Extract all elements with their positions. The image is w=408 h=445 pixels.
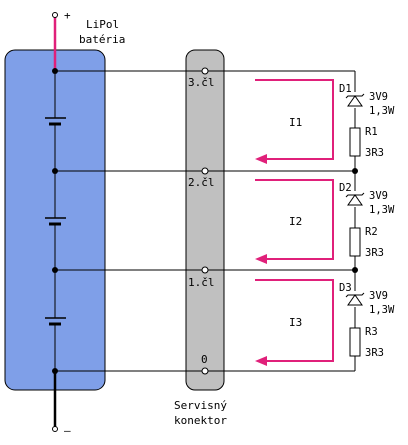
current-arrow-3 bbox=[255, 279, 334, 366]
diode-value-3: 3V9 bbox=[369, 290, 388, 302]
pin-label-2: 2.čl bbox=[188, 176, 215, 189]
battery-label-line2: batéria bbox=[79, 33, 125, 46]
pin-label-3: 3.čl bbox=[188, 76, 215, 89]
diode-power-1: 1,3W bbox=[369, 105, 395, 117]
diode-label-2: D2 bbox=[339, 182, 352, 194]
battery-label-line1: LiPol bbox=[86, 18, 119, 31]
resistor-1 bbox=[349, 127, 361, 157]
negative-sign: – bbox=[64, 424, 71, 437]
current-label-2: I2 bbox=[289, 215, 302, 228]
junction-dots bbox=[52, 68, 358, 374]
zener-diode-2 bbox=[345, 191, 365, 207]
diode-label-1: D1 bbox=[339, 83, 352, 95]
connector-label-line1: Servisný bbox=[174, 399, 227, 412]
negative-terminal bbox=[52, 426, 58, 432]
diode-power-3: 1,3W bbox=[369, 304, 395, 316]
connector-label-line2: konektor bbox=[174, 414, 227, 427]
diode-value-2: 3V9 bbox=[369, 190, 388, 202]
service-connector bbox=[185, 49, 225, 391]
positive-terminal bbox=[52, 12, 58, 18]
current-label-1: I1 bbox=[289, 116, 302, 129]
connector-pins bbox=[201, 67, 209, 375]
resistor-value-3: 3R3 bbox=[365, 347, 384, 359]
current-arrow-1 bbox=[255, 79, 334, 164]
pin-label-0: 0 bbox=[201, 353, 208, 366]
resistor-label-3: R3 bbox=[365, 326, 378, 338]
current-label-3: I3 bbox=[289, 316, 302, 329]
diode-value-1: 3V9 bbox=[369, 91, 388, 103]
current-arrow-2 bbox=[255, 179, 334, 264]
resistor-value-1: 3R3 bbox=[365, 147, 384, 159]
diode-power-2: 1,3W bbox=[369, 204, 395, 216]
zener-diode-1 bbox=[345, 92, 365, 108]
resistor-value-2: 3R3 bbox=[365, 247, 384, 259]
diode-label-3: D3 bbox=[339, 282, 352, 294]
zener-diode-3 bbox=[345, 291, 365, 307]
resistor-label-1: R1 bbox=[365, 126, 378, 138]
resistor-label-2: R2 bbox=[365, 226, 378, 238]
resistor-2 bbox=[349, 227, 361, 257]
resistor-3 bbox=[349, 327, 361, 357]
positive-sign: + bbox=[64, 9, 71, 22]
pin-label-1: 1.čl bbox=[188, 276, 215, 289]
